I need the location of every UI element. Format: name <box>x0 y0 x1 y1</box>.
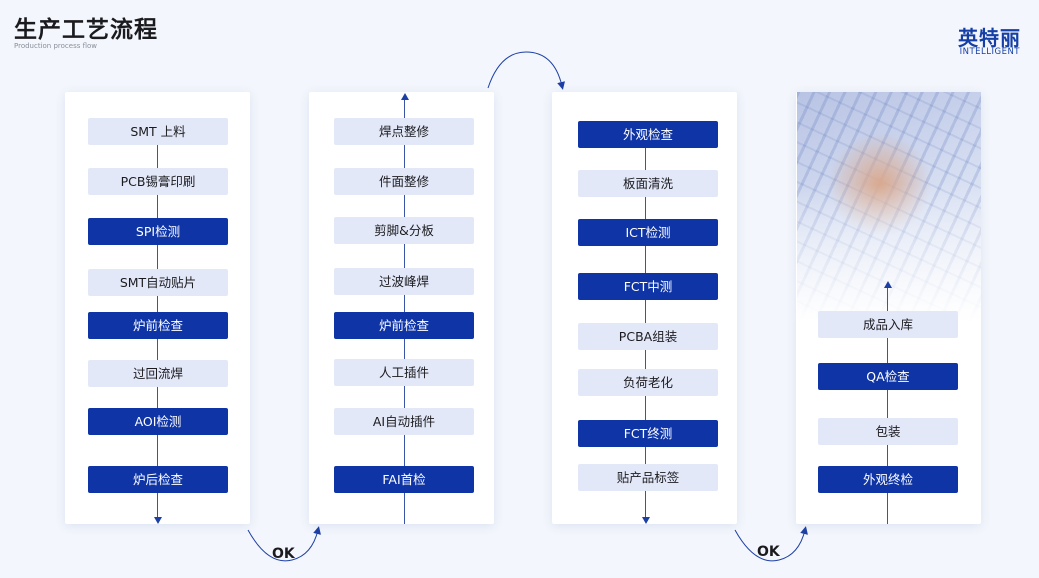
process-step: 包装 <box>818 418 958 445</box>
process-step: QA检查 <box>818 363 958 390</box>
process-step: 贴产品标签 <box>578 464 718 491</box>
process-column-3 <box>552 92 737 524</box>
ok-label: OK <box>757 544 780 560</box>
process-step: FAI首检 <box>334 466 474 493</box>
process-step: 成品入库 <box>818 311 958 338</box>
process-step: 人工插件 <box>334 359 474 386</box>
process-step: ICT检测 <box>578 219 718 246</box>
process-step: FCT中测 <box>578 273 718 300</box>
connector-curve-1 <box>247 526 321 562</box>
ok-label: OK <box>272 546 295 562</box>
process-step: 炉前检查 <box>88 312 228 339</box>
process-step: 外观终检 <box>818 466 958 493</box>
process-step: AOI检测 <box>88 408 228 435</box>
process-step: 过回流焊 <box>88 360 228 387</box>
arrow-down-icon <box>154 517 162 524</box>
process-step: 炉前检查 <box>334 312 474 339</box>
process-step: 外观检查 <box>578 121 718 148</box>
connector-curve-2 <box>487 51 565 90</box>
process-step: PCB锡膏印刷 <box>88 168 228 195</box>
connector-curve-3 <box>734 526 808 562</box>
process-step: 炉后检查 <box>88 466 228 493</box>
process-step: 过波峰焊 <box>334 268 474 295</box>
arrow-down-icon <box>642 517 650 524</box>
flow-line-4 <box>887 288 888 524</box>
page-subtitle: Production process flow <box>14 42 98 50</box>
arrow-up-icon <box>884 281 892 288</box>
process-step: SMT 上料 <box>88 118 228 145</box>
process-step: 件面整修 <box>334 168 474 195</box>
process-step: SPI检测 <box>88 218 228 245</box>
process-step: 负荷老化 <box>578 369 718 396</box>
process-step: 剪脚&分板 <box>334 217 474 244</box>
process-step: 焊点整修 <box>334 118 474 145</box>
process-step: AI自动插件 <box>334 408 474 435</box>
arrow-up-icon <box>401 93 409 100</box>
process-step: PCBA组装 <box>578 323 718 350</box>
logo-text: 英特丽 <box>958 26 1021 50</box>
process-step: 板面清洗 <box>578 170 718 197</box>
process-step: SMT自动贴片 <box>88 269 228 296</box>
process-column-2 <box>309 92 494 524</box>
page-title: 生产工艺流程 <box>14 17 158 43</box>
logo-subtext: INTELLIGENT <box>959 47 1020 57</box>
process-step: FCT终测 <box>578 420 718 447</box>
